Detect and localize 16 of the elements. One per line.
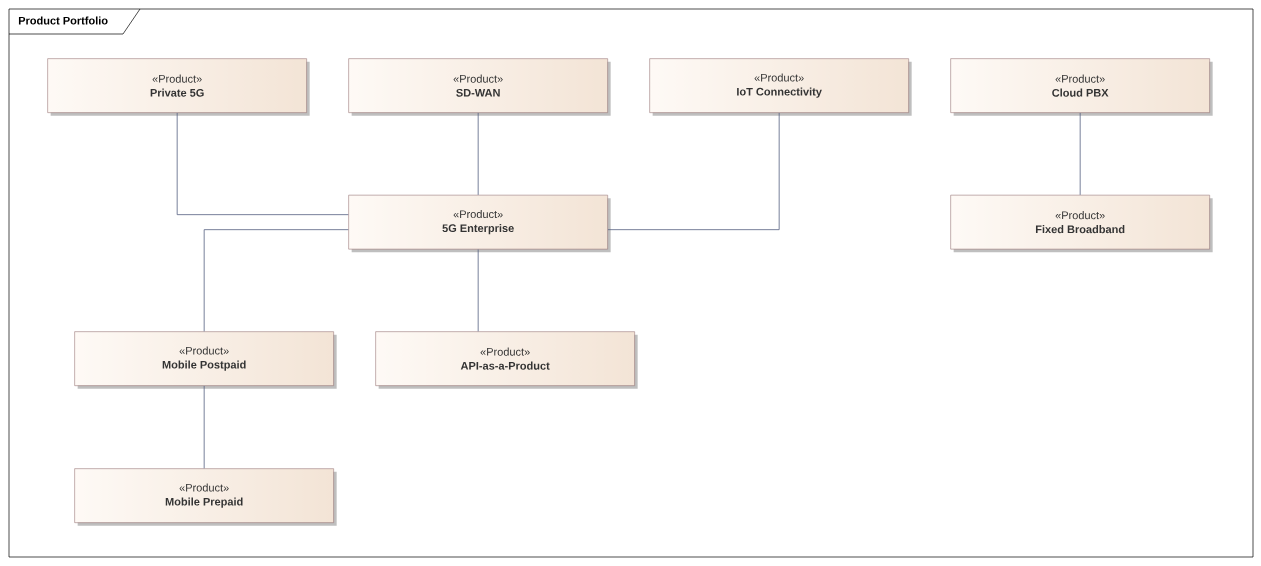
- connector-line: [477, 112, 479, 196]
- product-box: «Product» Private 5G: [47, 58, 310, 116]
- product-box: «Product» Fixed Broadband: [950, 194, 1213, 253]
- connector-line: [176, 112, 349, 216]
- product-box: «Product» Mobile Postpaid: [74, 331, 337, 389]
- connector-line: [203, 385, 205, 469]
- connector-line: [607, 112, 780, 231]
- connector-line: [477, 249, 479, 332]
- product-box: «Product» API-as-a-Product: [375, 331, 638, 389]
- product-box: «Product» SD-WAN: [348, 58, 611, 116]
- product-box: «Product» 5G Enterprise: [348, 194, 611, 253]
- product-box: «Product» Mobile Prepaid: [74, 468, 337, 526]
- connector-line: [1079, 112, 1081, 196]
- connector-line: [203, 229, 349, 332]
- product-box: «Product» Cloud PBX: [950, 58, 1213, 116]
- product-box: «Product» IoT Connectivity: [649, 58, 912, 116]
